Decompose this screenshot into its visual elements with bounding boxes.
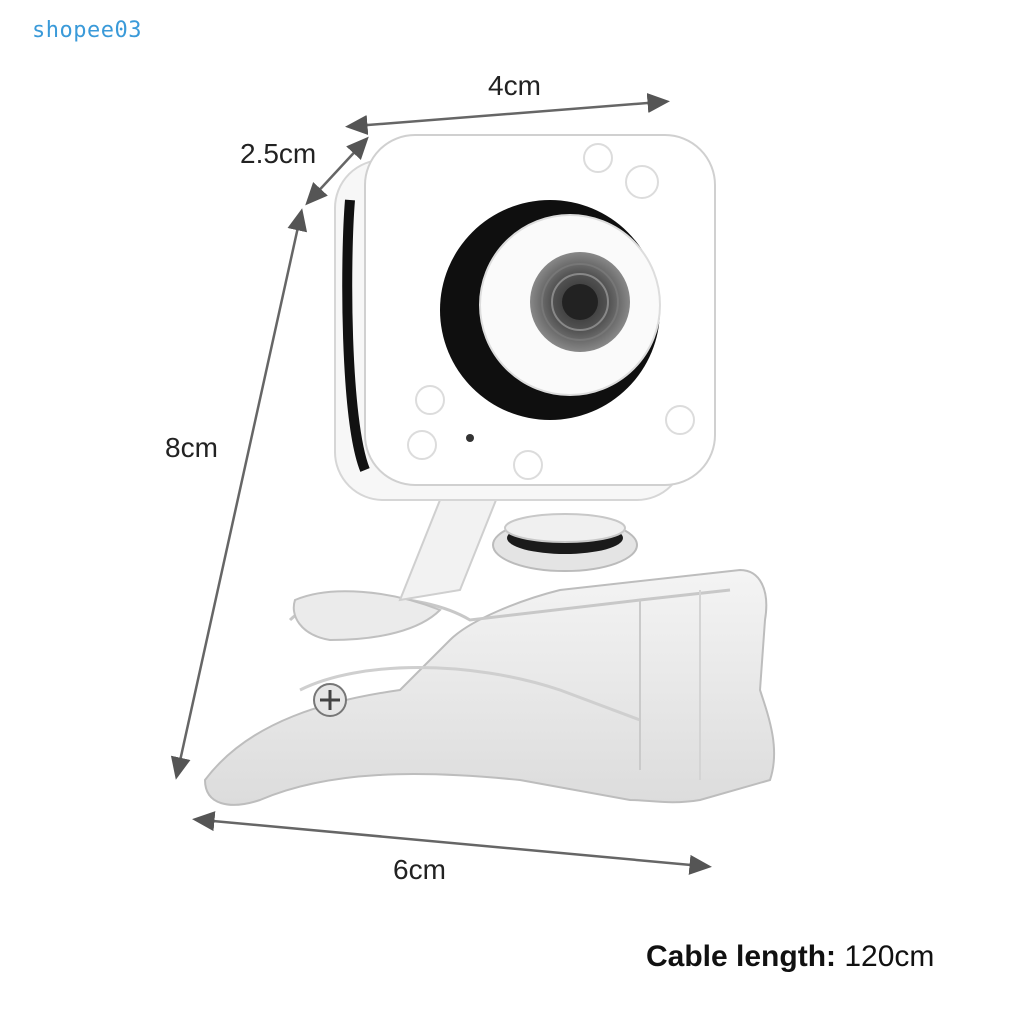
depth-arrow: [305, 136, 369, 206]
cable-length-label: Cable length:: [646, 940, 837, 973]
camera-neck: [398, 488, 638, 602]
microphone-icon: [466, 434, 474, 442]
base-arrow: [192, 811, 712, 875]
height-arrow: [170, 208, 308, 780]
width-arrow: [345, 93, 670, 135]
screw-icon: [313, 683, 347, 717]
cable-length-caption: Cable length: 120cm: [646, 940, 934, 974]
depth-label: 2.5cm: [240, 138, 317, 169]
width-label: 4cm: [488, 70, 541, 101]
watermark-logo: shopee03: [32, 18, 142, 43]
clip-base: [203, 568, 776, 806]
height-label: 8cm: [165, 432, 218, 463]
camera-lens: [440, 200, 661, 420]
base-width-label: 6cm: [393, 854, 446, 885]
cable-length-value: 120cm: [844, 940, 935, 973]
